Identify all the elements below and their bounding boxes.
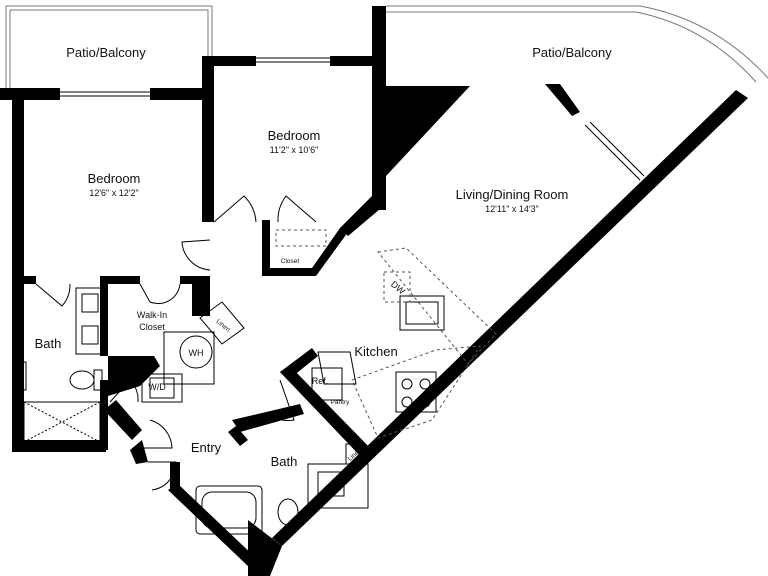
room-size-bedroom-top: 11'2" x 10'6" bbox=[270, 145, 319, 155]
room-label-kitchen: Kitchen bbox=[354, 344, 397, 359]
room-label-walkin-1: Walk-In bbox=[137, 310, 167, 320]
fixture-label-dw: DW bbox=[389, 279, 407, 297]
room-label-walkin-2: Closet bbox=[139, 322, 165, 332]
walls bbox=[0, 6, 748, 576]
room-label-bedroom-left: Bedroom bbox=[88, 171, 141, 186]
windows bbox=[60, 57, 645, 181]
room-size-living: 12'11" x 14'3" bbox=[485, 204, 539, 214]
fixture-label-wd: W/D bbox=[148, 382, 166, 392]
room-label-bath-left: Bath bbox=[35, 336, 62, 351]
room-label-living: Living/Dining Room bbox=[456, 187, 569, 202]
doors bbox=[35, 195, 317, 491]
room-label-bath-bottom: Bath bbox=[271, 454, 298, 469]
room-label-patio-right: Patio/Balcony bbox=[532, 45, 612, 60]
fixtures bbox=[21, 229, 497, 535]
fixture-label-wh: WH bbox=[189, 348, 204, 358]
room-label-patio-left: Patio/Balcony bbox=[66, 45, 146, 60]
fixture-label-closet: Closet bbox=[281, 258, 300, 265]
fixture-label-pantry: Pantry bbox=[331, 399, 351, 406]
room-label-bedroom-top: Bedroom bbox=[268, 128, 321, 143]
patio-right-outline bbox=[386, 5, 768, 83]
fixture-label-ref: Ref. bbox=[312, 376, 329, 386]
room-size-bedroom-left: 12'6" x 12'2" bbox=[89, 188, 138, 198]
room-label-entry: Entry bbox=[191, 440, 222, 455]
fixture-label-linen-top: Linen bbox=[215, 318, 232, 334]
